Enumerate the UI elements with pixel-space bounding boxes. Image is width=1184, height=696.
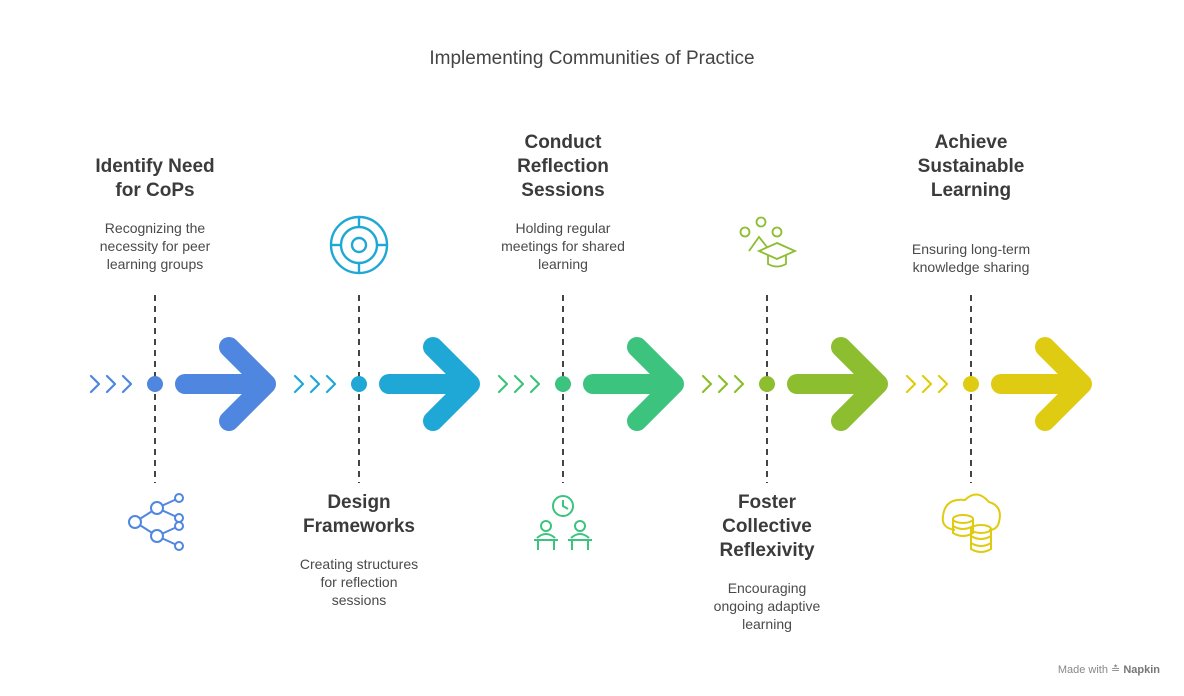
step-description-line: sessions bbox=[331, 592, 387, 608]
step-description-line: Ensuring long-term bbox=[911, 241, 1031, 257]
step-description-line: necessity for peer bbox=[99, 238, 211, 254]
step-5 bbox=[905, 295, 1092, 553]
step-dot bbox=[963, 376, 979, 392]
step-heading-line: Identify Need bbox=[95, 156, 215, 177]
step-description: Ensuring long-term knowledge sharing bbox=[871, 240, 1071, 276]
step-dot bbox=[351, 376, 367, 392]
step-dot bbox=[147, 376, 163, 392]
step-heading-line: Collective bbox=[722, 516, 812, 537]
chevron-icon bbox=[309, 374, 321, 394]
chevron-icon bbox=[529, 374, 541, 394]
arrow-icon bbox=[175, 337, 276, 431]
step-description-line: learning bbox=[742, 616, 792, 632]
step-heading-line: Foster bbox=[737, 492, 797, 513]
chevron-icon bbox=[121, 374, 133, 394]
step-3 bbox=[497, 295, 684, 550]
step-description-line: knowledge sharing bbox=[912, 259, 1030, 275]
chevron-icon bbox=[717, 374, 729, 394]
meeting-clock-icon bbox=[534, 495, 592, 550]
chevron-icon bbox=[921, 374, 933, 394]
cloud-database-icon bbox=[941, 493, 1001, 553]
footer-prefix: Made with bbox=[1057, 664, 1108, 676]
chevron-icon bbox=[89, 374, 101, 394]
step-2 bbox=[293, 215, 480, 483]
step-heading: Identify Need for CoPs bbox=[55, 155, 255, 203]
step-heading-line: Learning bbox=[930, 180, 1012, 201]
arrow-icon bbox=[991, 337, 1092, 431]
step-heading-line: for CoPs bbox=[115, 180, 195, 201]
step-heading-line: Conduct bbox=[524, 132, 602, 153]
chevron-icon bbox=[105, 374, 117, 394]
target-icon bbox=[329, 215, 389, 275]
arrow-icon bbox=[583, 337, 684, 431]
chevron-icon bbox=[325, 374, 337, 394]
diagram-title: Implementing Communities of Practice bbox=[429, 48, 755, 69]
step-description-line: Holding regular bbox=[515, 220, 611, 236]
step-heading-line: Sessions bbox=[521, 180, 605, 201]
step-description-line: learning groups bbox=[106, 256, 204, 272]
step-heading-line: Reflection bbox=[517, 156, 609, 177]
chevron-icon bbox=[733, 374, 745, 394]
step-description: Encouraging ongoing adaptive learning bbox=[667, 579, 867, 633]
step-description-line: for reflection bbox=[320, 574, 398, 590]
step-dot bbox=[759, 376, 775, 392]
step-description-line: ongoing adaptive bbox=[713, 598, 821, 614]
step-heading-line: Frameworks bbox=[303, 516, 415, 537]
step-heading-line: Reflexivity bbox=[719, 540, 815, 561]
step-description: Recognizing the necessity for peer learnin… bbox=[55, 219, 255, 273]
step-1 bbox=[89, 295, 276, 551]
network-icon bbox=[128, 493, 184, 551]
footer-brand: Napkin bbox=[1123, 664, 1160, 676]
step-heading-line: Design bbox=[327, 492, 391, 513]
step-dot bbox=[555, 376, 571, 392]
step-heading-line: Achieve bbox=[934, 132, 1008, 153]
chevron-icon bbox=[905, 374, 917, 394]
arrow-icon bbox=[787, 337, 888, 431]
chevron-icon bbox=[937, 374, 949, 394]
step-description-line: Creating structures bbox=[299, 556, 419, 572]
step-description-line: meetings for shared bbox=[501, 238, 625, 254]
graduation-network-icon bbox=[739, 216, 798, 268]
chevron-icon bbox=[293, 374, 305, 394]
step-description-line: learning bbox=[538, 256, 588, 272]
step-description: Creating structures for reflection session… bbox=[259, 555, 459, 609]
arrow-icon bbox=[379, 337, 480, 431]
chevron-icon bbox=[513, 374, 525, 394]
step-heading-line: Sustainable bbox=[917, 156, 1025, 177]
step-description-line: Recognizing the bbox=[104, 220, 206, 236]
footer: Made with ≛ Napkin bbox=[1058, 663, 1160, 676]
chevron-icon bbox=[497, 374, 509, 394]
step-4 bbox=[701, 216, 888, 483]
chevron-icon bbox=[701, 374, 713, 394]
step-description-line: Encouraging bbox=[727, 580, 807, 596]
step-description: Holding regular meetings for shared learni… bbox=[463, 219, 663, 273]
napkin-logo-icon: ≛ bbox=[1111, 664, 1121, 676]
